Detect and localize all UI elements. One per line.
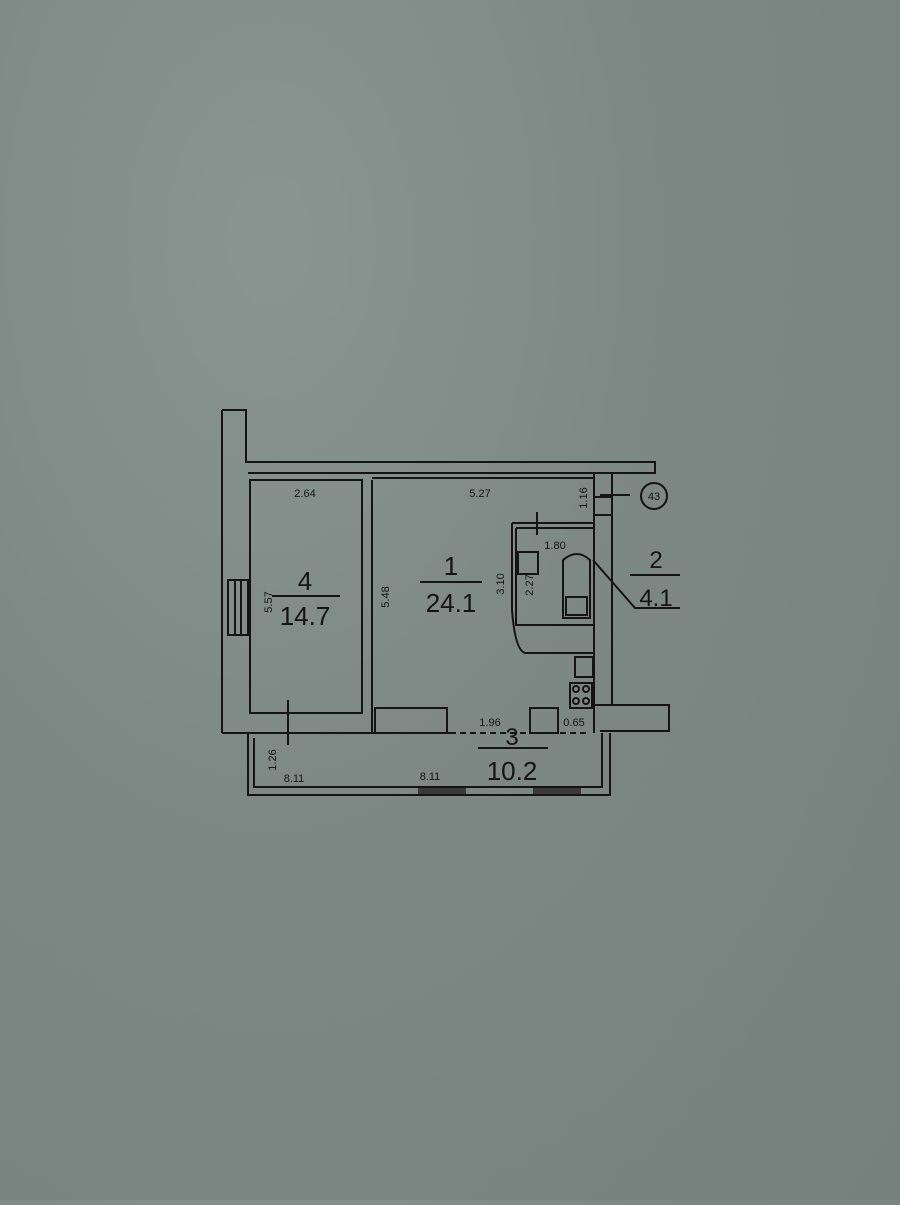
bathtub (562, 553, 591, 619)
room-4-number: 4 (298, 566, 312, 596)
balcony-window-1 (418, 788, 466, 794)
room-1-area: 24.1 (426, 588, 477, 618)
dim-room-3-a: 1.96 (479, 717, 500, 729)
dim-room-3-width: 8.11 (284, 773, 305, 785)
dim-room-1-height: 5.48 (380, 586, 392, 607)
dim-room-2-extra: 3.10 (495, 573, 507, 594)
room-2-number: 2 (649, 547, 662, 574)
sink (574, 656, 594, 678)
dim-room-2-height: 2.27 (524, 574, 536, 595)
leader-line-room-2 (592, 559, 680, 609)
balcony-window-2 (533, 788, 581, 794)
dim-room-3-length: 8.11 (420, 771, 441, 783)
apartment-number: 43 (648, 491, 660, 503)
outer-wall-top (222, 409, 656, 474)
dim-entry-width: 1.16 (578, 487, 590, 508)
room-2-area: 4.1 (639, 585, 672, 612)
dim-room-3-b: 0.65 (563, 717, 584, 729)
room-3-area: 10.2 (487, 756, 538, 786)
room-4-area: 14.7 (280, 601, 331, 631)
apartment-number-circle (640, 482, 668, 510)
dim-room-4-height: 5.57 (263, 591, 275, 612)
dim-room-3-height: 1.26 (267, 749, 279, 770)
dim-room-2-width: 1.80 (544, 540, 565, 552)
dim-room-1-width: 5.27 (469, 488, 490, 500)
toilet (517, 551, 539, 575)
dim-room-4-width: 2.64 (294, 488, 315, 500)
room-1-number: 1 (444, 551, 458, 581)
room-3-number: 3 (505, 724, 518, 751)
stove (569, 682, 593, 709)
